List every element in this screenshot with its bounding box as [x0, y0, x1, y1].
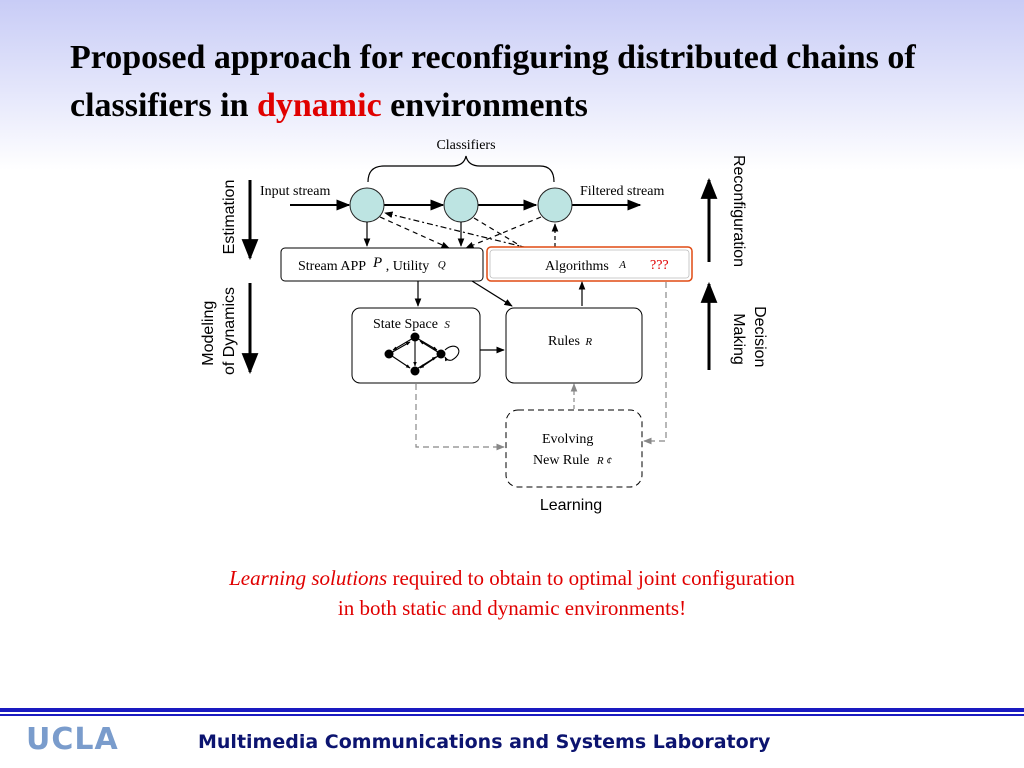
evolving-line-1: Evolving — [542, 432, 593, 447]
input-stream-label: Input stream — [260, 184, 330, 199]
stream-box-to-rules — [471, 280, 513, 307]
state-node-right — [436, 349, 446, 359]
state-node-top — [410, 332, 420, 342]
decision-line-1: Decision — [751, 306, 768, 367]
state-node-bottom — [410, 366, 420, 376]
stream-utility-box — [280, 247, 484, 282]
title-part-2: environments — [381, 87, 588, 124]
rules-symbol: R — [584, 336, 592, 348]
footer-rule-thick — [0, 708, 1024, 712]
algorithms-to-evolving — [643, 282, 667, 445]
state-space-symbol: S — [444, 319, 450, 331]
caption-line-1: required to obtain to optimal joint conf… — [387, 566, 795, 590]
decision-line-2: Making — [730, 313, 747, 365]
footer-rule-thin — [0, 714, 1024, 716]
decision-label: Decision Making — [730, 306, 768, 372]
estimation-label: Estimation — [221, 180, 238, 255]
dashed-algorithms-to-classifier-1 — [384, 211, 529, 249]
rules-text: Rules R — [548, 334, 592, 349]
algorithms-box-inner — [489, 249, 690, 279]
algorithms-label: Algorithms — [545, 259, 609, 274]
utility-label: , Utility — [386, 259, 430, 274]
filtered-stream-label: Filtered stream — [580, 184, 664, 199]
title-part-1: Proposed approach for reconfiguring dist… — [70, 39, 916, 124]
state-space-label: State Space — [373, 317, 438, 332]
algorithms-symbol: A — [618, 259, 626, 271]
dashed-classifier-1-to-stream-box — [379, 216, 450, 249]
stream-app-symbol: P — [372, 255, 382, 271]
dashed-classifier-3-to-stream-box — [465, 216, 542, 249]
chain-diagram: Classifiers Input stream Filtered stream… — [200, 138, 768, 514]
algorithms-box — [486, 246, 693, 282]
new-rule-symbol: R ¢ — [596, 455, 612, 467]
modeling-line-2: of Dynamics — [221, 287, 238, 375]
reconfiguration-label: Reconfiguration — [730, 155, 747, 267]
caption: Learning solutions required to obtain to… — [120, 563, 904, 623]
evolving-rule-box — [505, 409, 643, 488]
utility-symbol: Q — [438, 259, 446, 271]
stream-utility-text: Stream APP P , Utility Q — [298, 255, 446, 274]
caption-line-2: in both static and dynamic environments! — [337, 596, 687, 620]
classifier-node-3 — [537, 187, 573, 223]
caption-italic: Learning solutions — [229, 566, 388, 590]
dashed-classifier-2-to-algorithms — [473, 217, 525, 249]
title-highlight: dynamic — [256, 87, 382, 124]
slide-title: Proposed approach for reconfiguring dist… — [70, 34, 970, 130]
new-rule-label: New Rule — [533, 453, 589, 468]
state-space-text: State Space S — [373, 317, 450, 332]
classifiers-brace — [367, 155, 555, 183]
modeling-label: Modeling of Dynamics — [200, 287, 238, 375]
evolving-line-2: New Rule R ¢ — [533, 453, 612, 468]
lab-name: Multimedia Communications and Systems La… — [198, 731, 771, 753]
unknown-marker: ??? — [650, 258, 669, 273]
rules-label: Rules — [548, 334, 580, 349]
state-node-left — [384, 349, 394, 359]
learning-label: Learning — [540, 497, 602, 514]
classifier-node-1 — [349, 187, 385, 223]
state-space-to-evolving — [415, 384, 505, 451]
rules-box — [505, 307, 643, 384]
modeling-line-1: Modeling — [200, 301, 217, 366]
classifiers-label: Classifiers — [436, 138, 495, 153]
state-space-box — [351, 307, 481, 384]
stream-app-label: Stream APP — [298, 259, 366, 274]
classifier-node-2 — [443, 187, 479, 223]
ucla-logo: UCLA — [26, 722, 119, 757]
algorithms-text: Algorithms A — [545, 259, 626, 274]
